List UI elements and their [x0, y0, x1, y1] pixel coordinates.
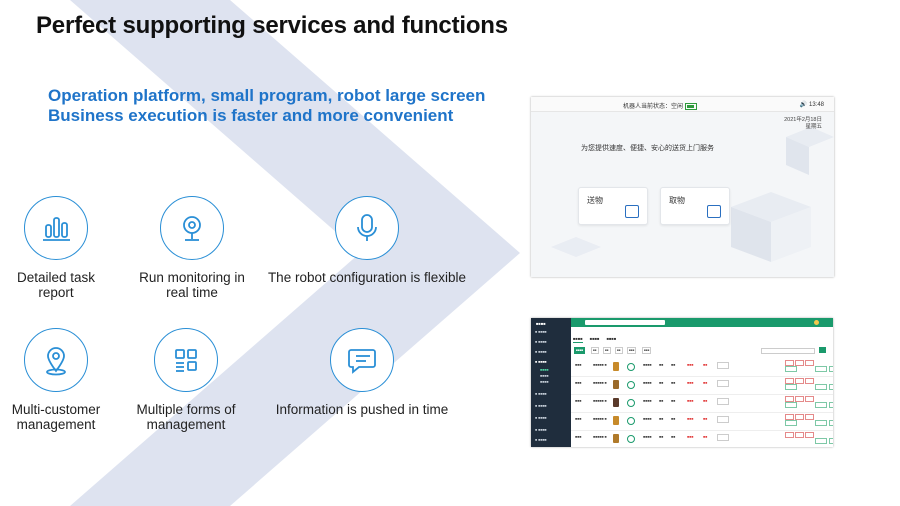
- sidebar-item[interactable]: ■ ■■■■: [535, 360, 547, 364]
- sidebar-subitem[interactable]: ■■■■: [540, 374, 549, 378]
- pickup-item-card[interactable]: 取物: [660, 187, 730, 225]
- send-item-label: 送物: [587, 196, 603, 205]
- table-row[interactable]: ■■■■■■■■ ■ ■■■■■■■■ ■■■■■: [571, 358, 833, 377]
- feature-monitoring: Run monitoring in real time: [132, 196, 252, 300]
- feature-task-report: Detailed task report: [4, 196, 108, 300]
- sidebar-item[interactable]: ■ ■■■■: [535, 428, 547, 432]
- qr-grid-icon: [154, 328, 218, 392]
- status-bar: 机器人当前状态：空闲 🔊 13:48: [531, 97, 834, 112]
- sidebar-item[interactable]: ■ ■■■■: [535, 340, 547, 344]
- operation-platform-screenshot: ■■■■ ■ ■■■■ ■ ■■■■ ■ ■■■■ ■ ■■■■ ■■■■ ■■…: [531, 318, 833, 447]
- filter-button[interactable]: ■■: [615, 347, 623, 354]
- feature-label: Multi-customer management: [11, 402, 101, 432]
- sidebar-item[interactable]: ■ ■■■■: [535, 438, 547, 442]
- sidebar-item[interactable]: ■ ■■■■: [535, 404, 547, 408]
- filter-button[interactable]: ■■: [603, 347, 611, 354]
- slide-subtitle: Operation platform, small program, robot…: [48, 86, 485, 126]
- filter-button[interactable]: ■■■: [627, 347, 637, 354]
- table-row[interactable]: ■■■■■■■■ ■ ■■■■■■■■ ■■■■■: [571, 412, 833, 431]
- pickup-item-label: 取物: [669, 196, 685, 205]
- feature-forms-management: Multiple forms of management: [124, 328, 248, 432]
- feature-label: Multiple forms of management: [136, 402, 236, 432]
- filter-button[interactable]: ■■■■: [574, 347, 586, 354]
- robot-status-text: 机器人当前状态：空闲: [623, 104, 684, 110]
- sidebar-item[interactable]: ■ ■■■■: [535, 416, 547, 420]
- location-pin-icon: [24, 328, 88, 392]
- tab-bar: ■■■■ ■■■■ ■■■■: [573, 336, 617, 343]
- webcam-icon: [160, 196, 224, 260]
- chat-bubble-icon: [330, 328, 394, 392]
- subtitle-line-1: Operation platform, small program, robot…: [48, 86, 486, 105]
- tab[interactable]: ■■■■: [589, 336, 600, 341]
- bar-chart-icon: [24, 196, 88, 260]
- battery-icon: [685, 102, 698, 110]
- sidebar-item[interactable]: ■ ■■■■: [535, 392, 547, 396]
- top-bar: [571, 318, 833, 327]
- sidebar-subitem[interactable]: ■■■■: [540, 368, 549, 372]
- sidebar-subitem[interactable]: ■■■■: [540, 380, 549, 384]
- robot-screen-screenshot: 机器人当前状态：空闲 🔊 13:48 2021年2月18日 星期五 为您提供速度…: [531, 97, 834, 277]
- sidebar-item[interactable]: ■ ■■■■: [535, 330, 547, 334]
- avatar[interactable]: [814, 320, 819, 325]
- filter-button[interactable]: ■■■: [642, 347, 652, 354]
- feature-multi-customer: Multi-customer management: [4, 328, 108, 432]
- table-row[interactable]: ■■■■■■■■ ■ ■■■■■■■■ ■■■■■: [571, 430, 833, 446]
- table-row[interactable]: ■■■■■■■■ ■ ■■■■■■■■ ■■■■■: [571, 394, 833, 413]
- date-display: 2021年2月18日 星期五: [784, 117, 822, 130]
- service-tagline: 为您提供速度、便捷、安心的送货上门服务: [581, 145, 714, 152]
- slide-title: Perfect supporting services and function…: [36, 12, 508, 39]
- feature-label: Detailed task report: [16, 270, 96, 300]
- feature-label: The robot configuration is flexible: [267, 270, 467, 285]
- microphone-icon: [335, 196, 399, 260]
- inbox-icon: [707, 205, 721, 218]
- subtitle-line-2: Business execution is faster and more co…: [48, 106, 454, 125]
- tab[interactable]: ■■■■: [606, 336, 617, 341]
- sidebar-logo: ■■■■: [536, 321, 546, 326]
- date-picker[interactable]: [761, 348, 815, 354]
- tab[interactable]: ■■■■: [573, 336, 583, 343]
- feature-label: Run monitoring in real time: [139, 270, 245, 300]
- box-icon: [625, 205, 639, 218]
- sidebar: ■■■■ ■ ■■■■ ■ ■■■■ ■ ■■■■ ■ ■■■■ ■■■■ ■■…: [531, 318, 571, 447]
- filter-button[interactable]: ■■: [591, 347, 599, 354]
- background-cubes: [551, 127, 834, 262]
- clock: 🔊 13:48: [799, 102, 824, 108]
- send-item-card[interactable]: 送物: [578, 187, 648, 225]
- feature-label: Information is pushed in time: [275, 402, 449, 417]
- search-button[interactable]: [819, 347, 826, 353]
- feature-push-info: Information is pushed in time: [262, 328, 462, 417]
- feature-configuration: The robot configuration is flexible: [262, 196, 472, 285]
- table-row[interactable]: ■■■■■■■■ ■ ■■■■■■■■ ■■■■■: [571, 376, 833, 395]
- sidebar-item[interactable]: ■ ■■■■: [535, 350, 547, 354]
- search-input[interactable]: [585, 320, 665, 325]
